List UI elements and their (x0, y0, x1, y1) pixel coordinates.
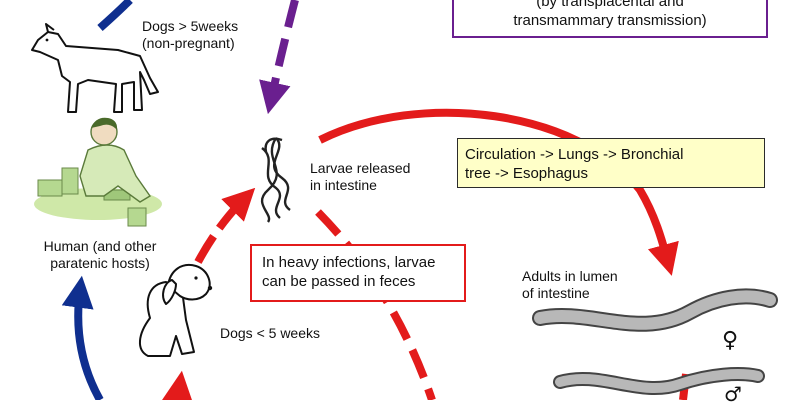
dogs-young-label: Dogs < 5 weeks (220, 325, 320, 341)
human-child-icon (34, 117, 162, 227)
blue-arrow-to-human (61, 275, 104, 402)
adult-worm-male-icon (553, 367, 765, 395)
puppy-icon (139, 264, 213, 357)
human-line-2: paratenic hosts) (50, 255, 150, 271)
larvae-label: Larvae released in intestine (310, 160, 410, 194)
red-arrow-bottom-up (161, 370, 194, 405)
migration-box: Circulation -> Lungs -> Bronchial tree -… (457, 138, 765, 188)
larvae-line-2: in intestine (310, 177, 377, 193)
adults-label: Adults in lumen of intestine (522, 268, 618, 302)
heavy-infection-box: In heavy infections, larvae can be passe… (250, 244, 466, 302)
female-symbol: ♀ (722, 328, 739, 353)
human-label: Human (and other paratenic hosts) (30, 238, 170, 272)
human-line-1: Human (and other (43, 238, 157, 254)
male-symbol: ♂ (724, 382, 742, 406)
dogs-older-line-2: (non-pregnant) (142, 35, 235, 51)
heavy-infection-line-2: can be passed in feces (262, 273, 416, 290)
red-dashed-feces-arrow (315, 209, 436, 402)
purple-dashed-arrow (259, 0, 299, 115)
larvae-line-1: Larvae released (310, 160, 411, 176)
blue-arrow-top (97, 0, 133, 31)
transmission-box: (by transplacental and transmammary tran… (452, 0, 768, 38)
dogs-older-line-1: Dogs > 5weeks (142, 18, 239, 34)
adult-worm-female-icon (532, 288, 778, 332)
transmission-line-2: transmammary transmission) (513, 12, 707, 29)
migration-line-2: tree -> Esophagus (465, 165, 588, 182)
red-arrow-to-larvae (194, 187, 256, 264)
adults-line-2: of intestine (522, 285, 590, 301)
migration-line-1: Circulation -> Lungs -> Bronchial (465, 146, 684, 163)
larvae-icon (260, 137, 291, 223)
dogs-older-label: Dogs > 5weeks (non-pregnant) (142, 18, 238, 52)
heavy-infection-line-1: In heavy infections, larvae (262, 254, 436, 271)
transmission-line-1: (by transplacental and (536, 0, 684, 10)
adults-line-1: Adults in lumen (522, 268, 618, 284)
adult-dog-icon (31, 23, 159, 113)
